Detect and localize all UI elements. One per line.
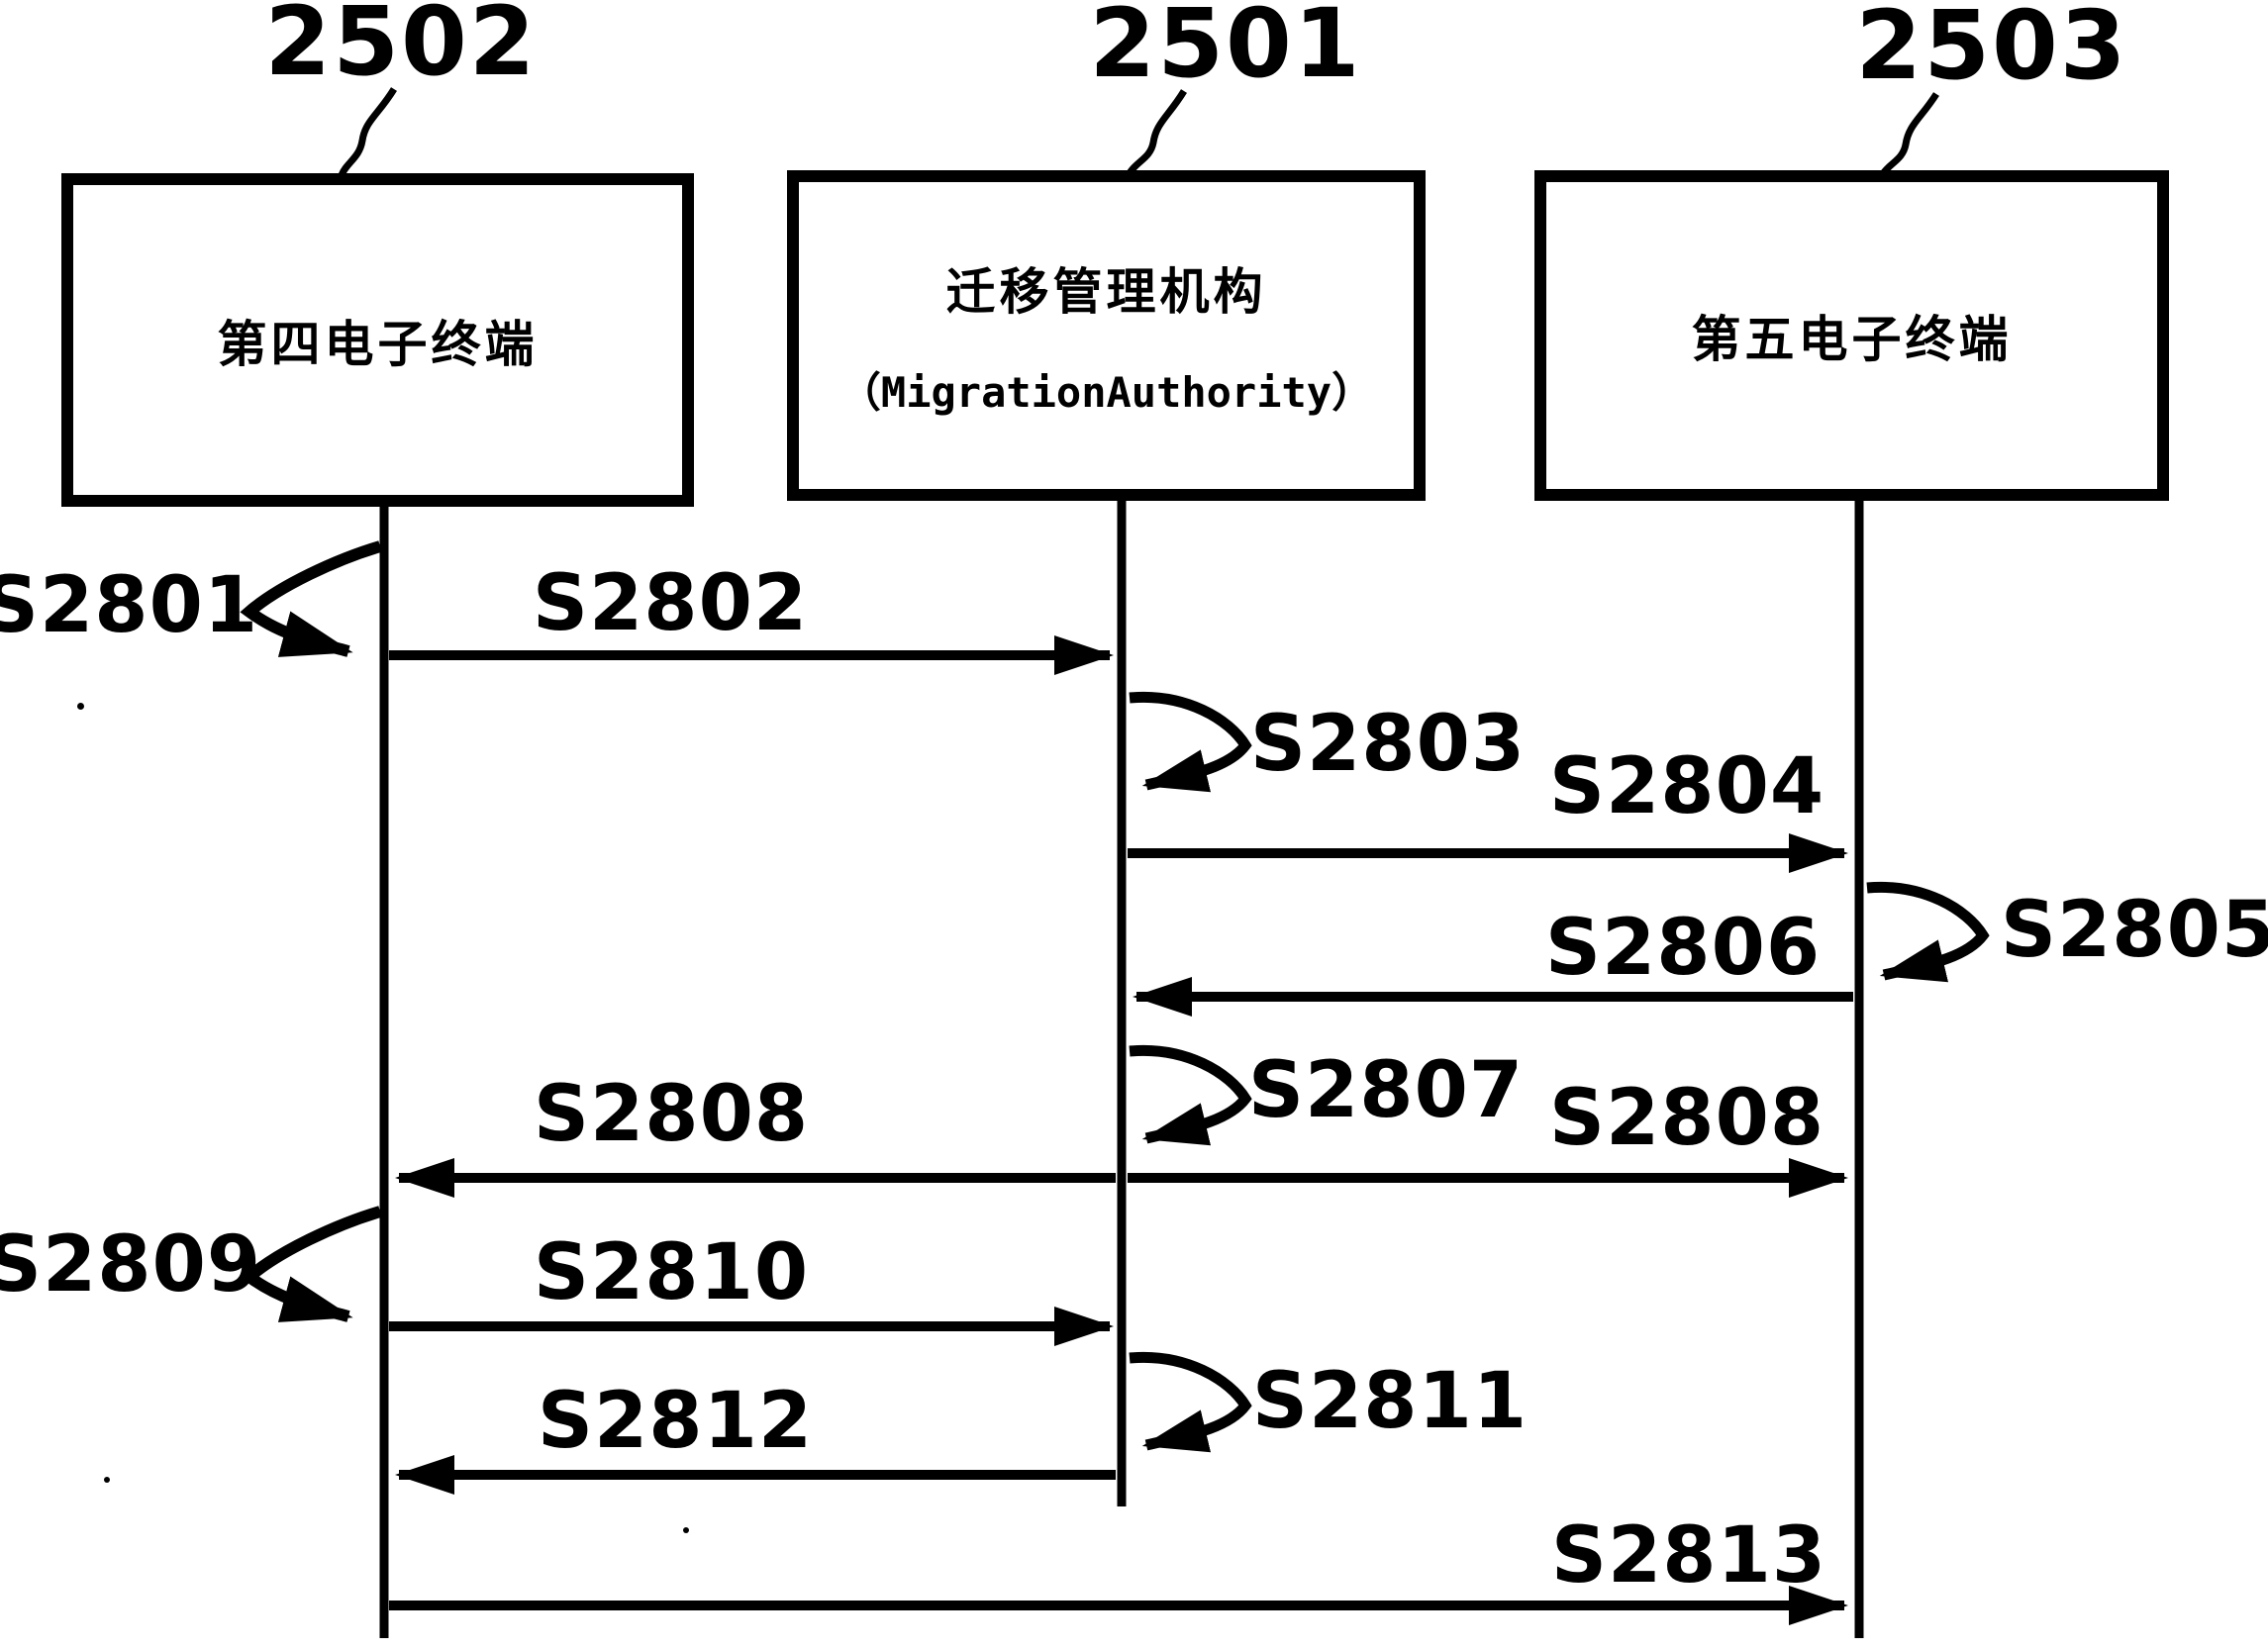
self-loop-s2807 (1129, 1044, 1252, 1146)
step-label-s2803: S2803 (1249, 700, 1527, 789)
ref-label-2503: 2503 (1855, 0, 2128, 101)
ref-label-2502: 2502 (264, 0, 538, 97)
ref-label-2501: 2501 (1089, 0, 1362, 99)
actor-name-terminal-4: 第四电子终端 (217, 315, 539, 373)
step-label-s2801: S2801 (0, 561, 259, 650)
step-label-s2811: S2811 (1251, 1357, 1528, 1446)
actor-subname-migration-authority: （MigrationAuthority） (838, 367, 1374, 417)
leader-2501 (1126, 89, 1187, 175)
step-label-s2812: S2812 (537, 1377, 814, 1466)
step-label-s2809: S2809 (0, 1220, 262, 1310)
ink-speck (77, 703, 84, 710)
self-loop-s2809 (240, 1206, 382, 1322)
self-loop-s2805 (1866, 881, 1990, 983)
self-loop-s2801 (240, 540, 382, 657)
actor-box-terminal-5: 第五电子终端 (1534, 170, 2169, 501)
self-loop-s2803 (1129, 691, 1252, 793)
self-loop-s2811 (1129, 1351, 1252, 1453)
step-label-s2808-left: S2808 (533, 1070, 810, 1159)
step-label-s2807: S2807 (1247, 1046, 1525, 1135)
step-label-s2813: S2813 (1550, 1511, 1827, 1601)
actor-box-terminal-4: 第四电子终端 (61, 173, 694, 507)
step-label-s2802: S2802 (532, 559, 809, 648)
leader-2502 (338, 87, 397, 177)
ink-speck (104, 1477, 110, 1483)
step-label-s2810: S2810 (533, 1228, 810, 1317)
actor-box-migration-authority: 迁移管理机构 （MigrationAuthority） (787, 170, 1426, 501)
step-label-s2804: S2804 (1548, 742, 1825, 831)
actor-name-migration-authority: 迁移管理机构 (945, 262, 1267, 321)
step-label-s2806: S2806 (1544, 904, 1822, 993)
actor-name-terminal-5: 第五电子终端 (1691, 311, 2013, 368)
step-label-s2808-right: S2808 (1548, 1074, 1825, 1163)
ink-speck (683, 1527, 689, 1533)
step-label-s2805: S2805 (2000, 886, 2268, 975)
leader-2503 (1878, 92, 1939, 177)
